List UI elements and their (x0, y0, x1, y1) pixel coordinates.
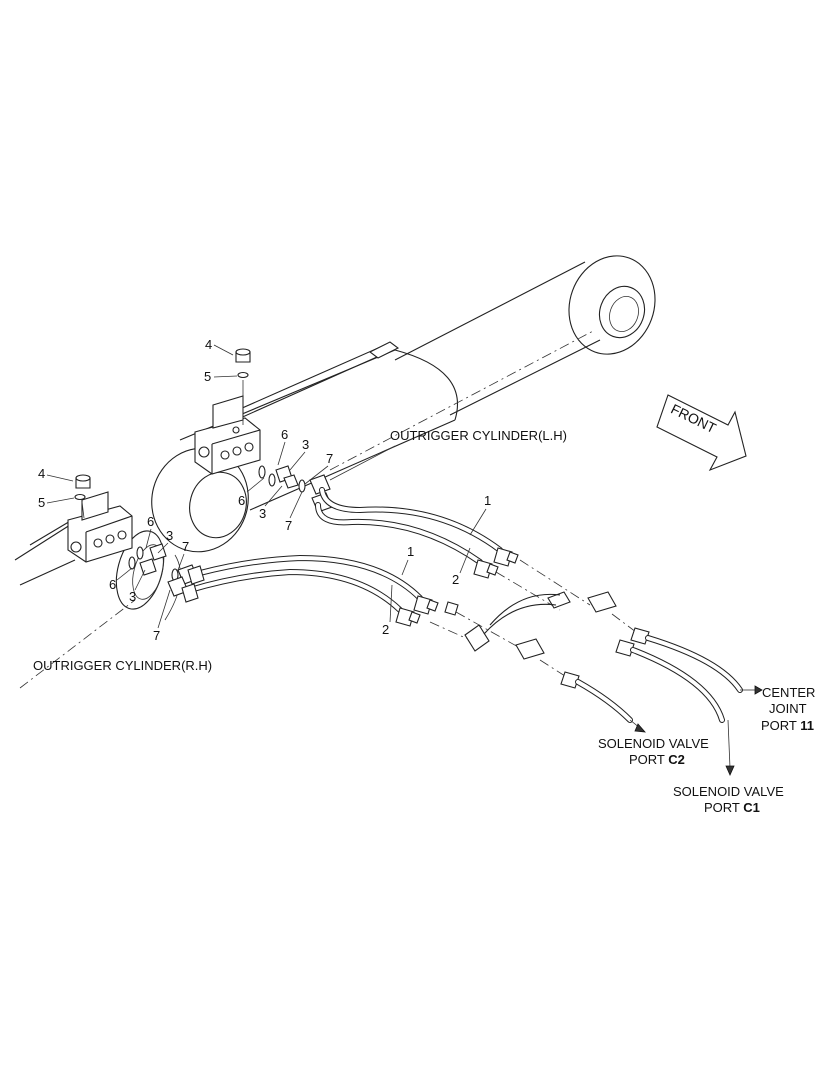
label-center-joint-2: JOINT (769, 701, 807, 716)
callout-7-lower-b: 7 (153, 628, 160, 643)
callout-3-upper-a: 3 (302, 437, 309, 452)
callout-5-upper: 5 (204, 369, 211, 384)
callout-4-upper: 4 (205, 337, 212, 352)
hose-end-fittings (181, 547, 519, 627)
adapters (464, 591, 617, 660)
plug-lower (74, 474, 91, 519)
callout-3-lower-b: 3 (129, 589, 136, 604)
callout-2-b: 2 (382, 622, 389, 637)
label-center-joint-1: CENTER (762, 685, 815, 700)
callout-7-upper-b: 7 (285, 518, 292, 533)
callout-1-b: 1 (407, 544, 414, 559)
hose-2-lower (187, 568, 403, 613)
label-outrigger-cylinder-lh: OUTRIGGER CYLINDER(L.H) (390, 428, 567, 443)
hose-2-upper (315, 502, 483, 565)
callout-6-upper-b: 6 (238, 493, 245, 508)
label-solenoid-c2-2: PORT C2 (629, 752, 685, 767)
callout-3-lower-a: 3 (166, 528, 173, 543)
hose-1-upper (319, 487, 503, 553)
callout-2-a: 2 (452, 572, 459, 587)
callout-4-lower: 4 (38, 466, 45, 481)
label-outrigger-cylinder-rh: OUTRIGGER CYLINDER(R.H) (33, 658, 212, 673)
callout-6-lower-a: 6 (147, 514, 154, 529)
label-center-joint-3: PORT 11 (761, 718, 814, 733)
label-solenoid-c1-1: SOLENOID VALVE (673, 784, 784, 799)
hose-1-lower (197, 554, 423, 601)
label-solenoid-c2-1: SOLENOID VALVE (598, 736, 709, 751)
outrigger-cylinder-lh (151, 255, 656, 553)
callout-6-upper-a: 6 (281, 427, 288, 442)
callout-5-lower: 5 (38, 495, 45, 510)
callout-3-upper-b: 3 (259, 506, 266, 521)
callout-6-lower-b: 6 (109, 577, 116, 592)
callout-7-upper-a: 7 (326, 451, 333, 466)
front-arrow: FRONT (656, 394, 747, 472)
label-solenoid-c1-2: PORT C1 (704, 800, 760, 815)
plug-upper (235, 348, 251, 425)
callout-7-lower-a: 7 (182, 539, 189, 554)
callout-1-a: 1 (484, 493, 491, 508)
